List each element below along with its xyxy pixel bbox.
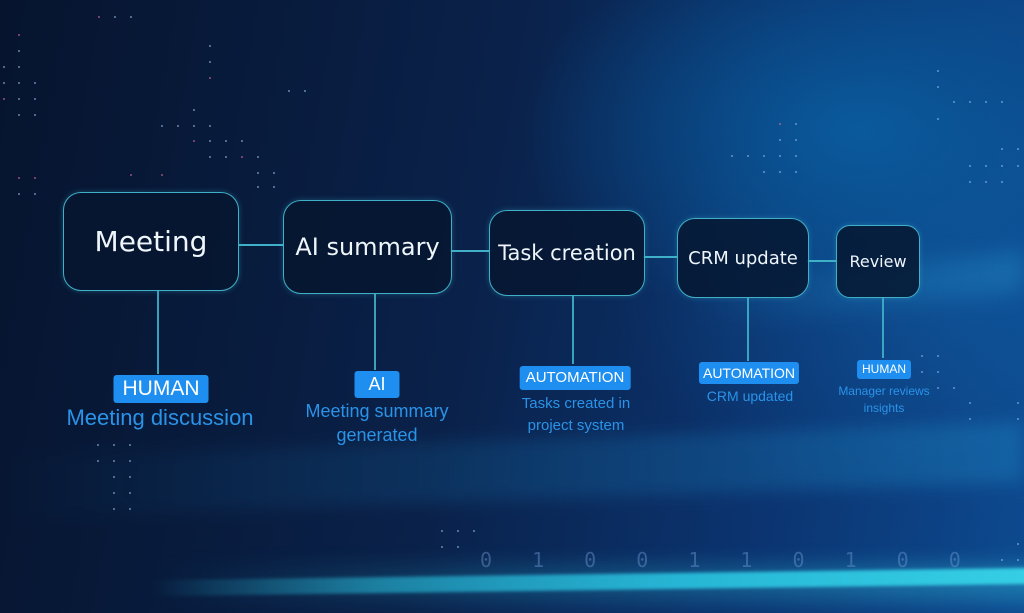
drop-line xyxy=(747,297,749,361)
connector-line xyxy=(238,244,284,246)
connector-line xyxy=(643,256,678,258)
tag-human: HUMAN xyxy=(857,360,911,379)
step-title: AI summary xyxy=(295,233,440,261)
step-title: Meeting xyxy=(94,225,208,258)
step-node-meeting: Meeting xyxy=(63,192,239,291)
step-description: Manager reviews insights xyxy=(838,384,930,416)
step-title: Review xyxy=(849,252,907,271)
step-node-review: Review xyxy=(836,225,920,298)
tag-human: HUMAN xyxy=(113,375,209,403)
connector-line xyxy=(807,260,837,262)
tag-automation: AUTOMATION xyxy=(698,362,800,384)
step-title: Task creation xyxy=(498,241,636,265)
step-description: Meeting discussion xyxy=(66,405,254,430)
binary-digits: 0 1 0 0 1 1 0 1 0 0 xyxy=(480,548,975,572)
step-description: Meeting summary generated xyxy=(305,401,449,445)
drop-line xyxy=(157,290,159,374)
connector-line xyxy=(450,250,490,252)
step-description: CRM updated xyxy=(706,388,794,404)
light-streak xyxy=(0,422,1024,518)
tag-ai: AI xyxy=(354,371,400,398)
step-node-ai-summary: AI summary xyxy=(283,200,452,294)
step-node-task-creation: Task creation xyxy=(489,210,645,296)
drop-line xyxy=(572,296,574,364)
step-node-crm-update: CRM update xyxy=(677,218,809,298)
drop-line xyxy=(374,294,376,370)
step-description: Tasks created in project system xyxy=(521,395,631,434)
step-title: CRM update xyxy=(688,247,798,269)
tag-automation: AUTOMATION xyxy=(519,366,631,390)
drop-line xyxy=(882,298,884,358)
